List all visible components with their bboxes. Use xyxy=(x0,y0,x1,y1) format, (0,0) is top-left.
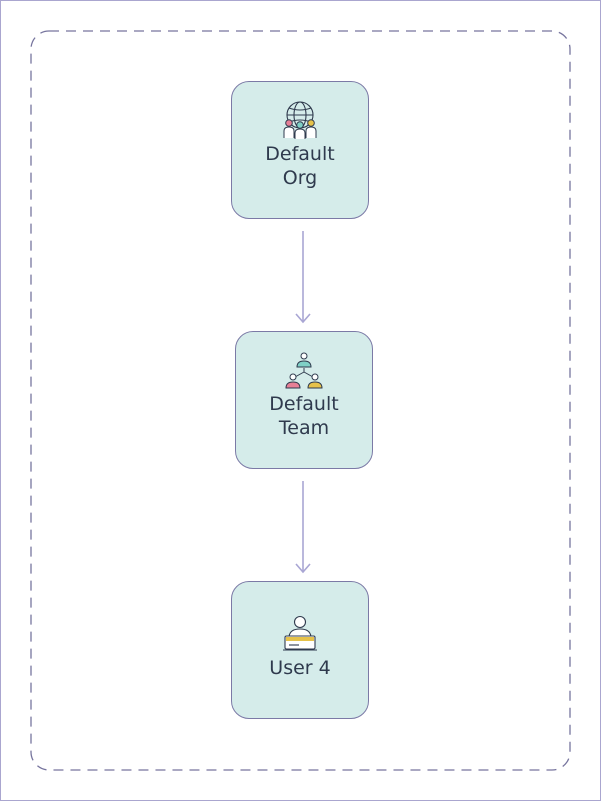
user-laptop-icon xyxy=(280,614,320,654)
edge-team-to-user xyxy=(295,481,311,574)
group-boundary xyxy=(30,30,571,771)
team-hierarchy-icon xyxy=(284,350,324,390)
node-label: Default Team xyxy=(269,393,339,439)
node-label: User 4 xyxy=(269,657,331,679)
edge-org-to-team xyxy=(295,231,311,324)
node-user-4[interactable]: User 4 xyxy=(231,581,369,719)
node-default-team[interactable]: Default Team xyxy=(235,331,373,469)
globe-people-icon xyxy=(280,100,320,140)
node-label: Default Org xyxy=(265,143,335,189)
node-default-org[interactable]: Default Org xyxy=(231,81,369,219)
